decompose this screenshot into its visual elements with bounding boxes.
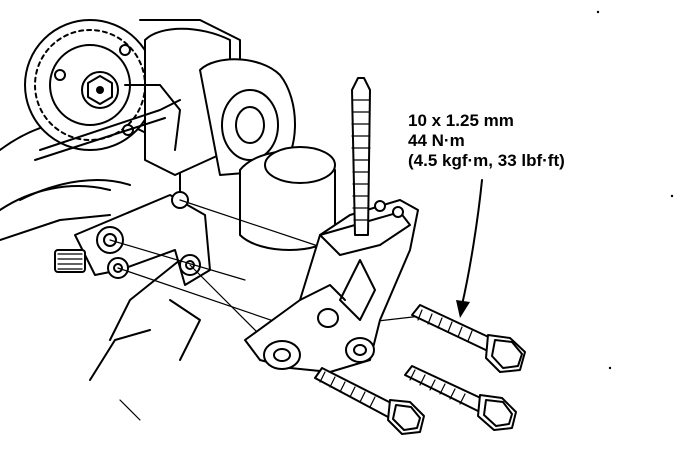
stray-mark [596,10,600,14]
bolt-upper-right [411,304,526,373]
idler-bracket [54,191,211,286]
timing-cover [19,84,181,201]
stud-bolt [351,77,371,236]
bolt-lower-left [314,367,425,435]
bolt-lower-right [404,365,517,431]
stray-mark [608,366,612,370]
cylinder-housing [144,27,336,251]
cam-gear [24,19,156,151]
bolt-size-label: 10 x 1.25 mm [408,111,514,130]
torque-alt-label: (4.5 kgf·m, 33 lbf·ft) [408,151,565,170]
stray-mark [670,194,674,198]
pointer-arrow [456,179,483,318]
torque-nm-label: 44 N·m [408,131,465,150]
